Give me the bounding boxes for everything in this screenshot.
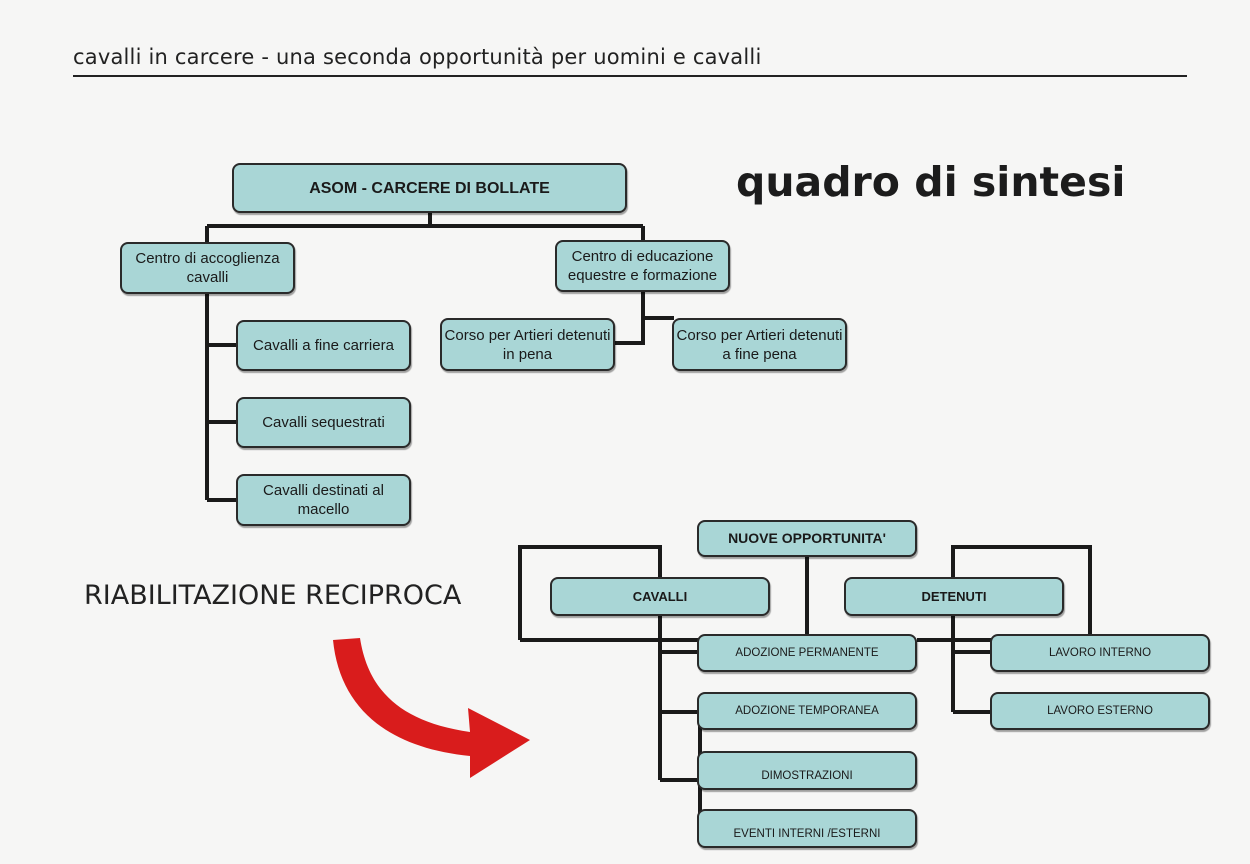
node-lavoro-esterno: LAVORO ESTERNO: [990, 692, 1210, 730]
node-dimostrazioni: DIMOSTRAZIONI: [697, 751, 917, 790]
node-centro-accoglienza: Centro di accoglienza cavalli: [120, 242, 295, 294]
node-detenuti: DETENUTI: [844, 577, 1064, 616]
node-lavoro-interno: LAVORO INTERNO: [990, 634, 1210, 672]
connector-educazione: [612, 290, 674, 345]
connector-root1: [205, 212, 645, 244]
node-nuove-opportunita: NUOVE OPPORTUNITA': [697, 520, 917, 557]
riabilitazione-label: RIABILITAZIONE RECIPROCA: [84, 580, 462, 611]
node-centro-educazione: Centro di educazione equestre e formazio…: [555, 240, 730, 292]
header-rule: [73, 75, 1187, 77]
node-adozione-temporanea: ADOZIONE TEMPORANEA: [697, 692, 917, 730]
node-eventi: EVENTI INTERNI /ESTERNI: [697, 809, 917, 848]
page-heading: quadro di sintesi: [736, 158, 1126, 206]
node-adozione-permanente: ADOZIONE PERMANENTE: [697, 634, 917, 672]
page-header-title: cavalli in carcere - una seconda opportu…: [73, 45, 762, 69]
connector-accoglienza: [205, 292, 238, 502]
node-cavalli-sequestrati: Cavalli sequestrati: [236, 397, 411, 448]
red-arrow-icon: [333, 638, 530, 778]
node-corso-in-pena: Corso per Artieri detenuti in pena: [440, 318, 615, 371]
connector-cavalli: [518, 545, 702, 840]
node-cavalli: CAVALLI: [550, 577, 770, 616]
connector-detenuti: [917, 545, 1092, 714]
node-cavalli-macello: Cavalli destinati al macello: [236, 474, 411, 526]
node-cavalli-fine-carriera: Cavalli a fine carriera: [236, 320, 411, 371]
node-corso-fine-pena: Corso per Artieri detenuti a fine pena: [672, 318, 847, 371]
node-asom-root: ASOM - CARCERE DI BOLLATE: [232, 163, 627, 213]
